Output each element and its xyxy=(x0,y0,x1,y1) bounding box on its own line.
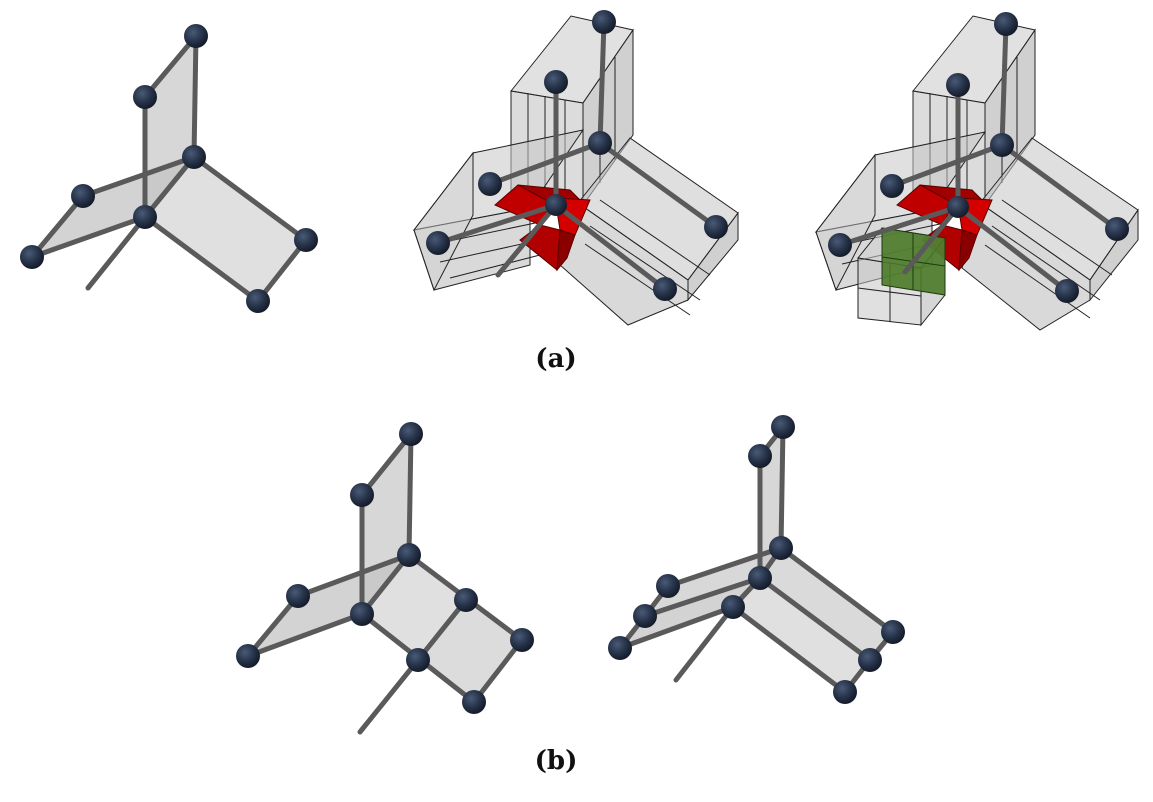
node xyxy=(350,602,374,626)
face xyxy=(733,578,870,692)
node xyxy=(545,194,567,216)
node xyxy=(406,648,430,672)
edge xyxy=(359,552,412,617)
node xyxy=(133,205,157,229)
node xyxy=(881,620,905,644)
edge xyxy=(191,154,309,243)
edge xyxy=(29,214,148,260)
node xyxy=(608,636,632,660)
node xyxy=(771,415,795,439)
edge xyxy=(597,19,607,146)
node xyxy=(286,584,310,608)
node xyxy=(350,483,374,507)
node xyxy=(399,422,423,446)
node xyxy=(182,145,206,169)
node xyxy=(184,24,208,48)
node xyxy=(462,690,486,714)
node xyxy=(947,196,969,218)
edge xyxy=(80,154,197,199)
node xyxy=(858,648,882,672)
edge xyxy=(889,142,1005,189)
edge xyxy=(295,552,412,599)
face xyxy=(145,157,306,301)
node xyxy=(294,228,318,252)
edge xyxy=(142,154,197,220)
node xyxy=(833,680,857,704)
caption-a: (a) xyxy=(535,344,577,374)
edge xyxy=(597,140,719,230)
node xyxy=(990,133,1014,157)
edge xyxy=(471,637,525,705)
node xyxy=(653,277,677,301)
edge xyxy=(553,202,668,292)
edge xyxy=(730,604,848,695)
node xyxy=(426,231,450,255)
edge xyxy=(255,237,309,304)
node xyxy=(656,574,680,598)
node xyxy=(1055,279,1079,303)
node xyxy=(478,172,502,196)
node xyxy=(133,85,157,109)
edge xyxy=(435,202,559,246)
node xyxy=(994,12,1018,36)
edge xyxy=(837,204,961,248)
panel-a2 xyxy=(412,10,739,326)
edge xyxy=(415,597,469,663)
edge xyxy=(673,604,736,683)
node xyxy=(828,233,852,257)
face xyxy=(620,578,760,648)
node xyxy=(454,588,478,612)
edge xyxy=(665,545,784,589)
node xyxy=(71,184,95,208)
node xyxy=(1105,217,1129,241)
node xyxy=(588,131,612,155)
panel-b2 xyxy=(608,415,905,704)
node xyxy=(246,289,270,313)
edge xyxy=(757,575,873,663)
node xyxy=(544,70,568,94)
panel-a3 xyxy=(814,12,1139,331)
node xyxy=(748,444,772,468)
panel-b1 xyxy=(236,422,534,735)
edge xyxy=(245,593,301,659)
edge xyxy=(955,204,1070,294)
edge xyxy=(642,575,763,619)
node xyxy=(397,543,421,567)
edge xyxy=(245,611,365,659)
edge xyxy=(617,604,736,651)
edge xyxy=(487,140,603,187)
caption-b: (b) xyxy=(534,746,578,776)
node xyxy=(633,604,657,628)
node xyxy=(20,245,44,269)
edge xyxy=(357,657,421,735)
edge xyxy=(999,21,1009,148)
edge xyxy=(406,431,414,558)
edge xyxy=(778,424,786,551)
face xyxy=(248,555,409,656)
node xyxy=(721,595,745,619)
edge xyxy=(359,431,414,498)
node xyxy=(236,644,260,668)
edge xyxy=(29,193,86,260)
node xyxy=(748,566,772,590)
edge xyxy=(778,545,896,635)
panel-a1 xyxy=(20,24,318,313)
node xyxy=(880,174,904,198)
edge xyxy=(85,214,148,291)
edge xyxy=(142,33,199,100)
edge xyxy=(999,142,1120,232)
node xyxy=(946,73,970,97)
edge xyxy=(142,214,261,304)
node xyxy=(704,215,728,239)
face xyxy=(645,548,781,616)
edge xyxy=(191,33,199,160)
node xyxy=(769,536,793,560)
node xyxy=(592,10,616,34)
edge xyxy=(902,204,961,275)
face xyxy=(760,548,893,660)
edge xyxy=(495,202,559,278)
face xyxy=(32,157,194,257)
node xyxy=(510,628,534,652)
